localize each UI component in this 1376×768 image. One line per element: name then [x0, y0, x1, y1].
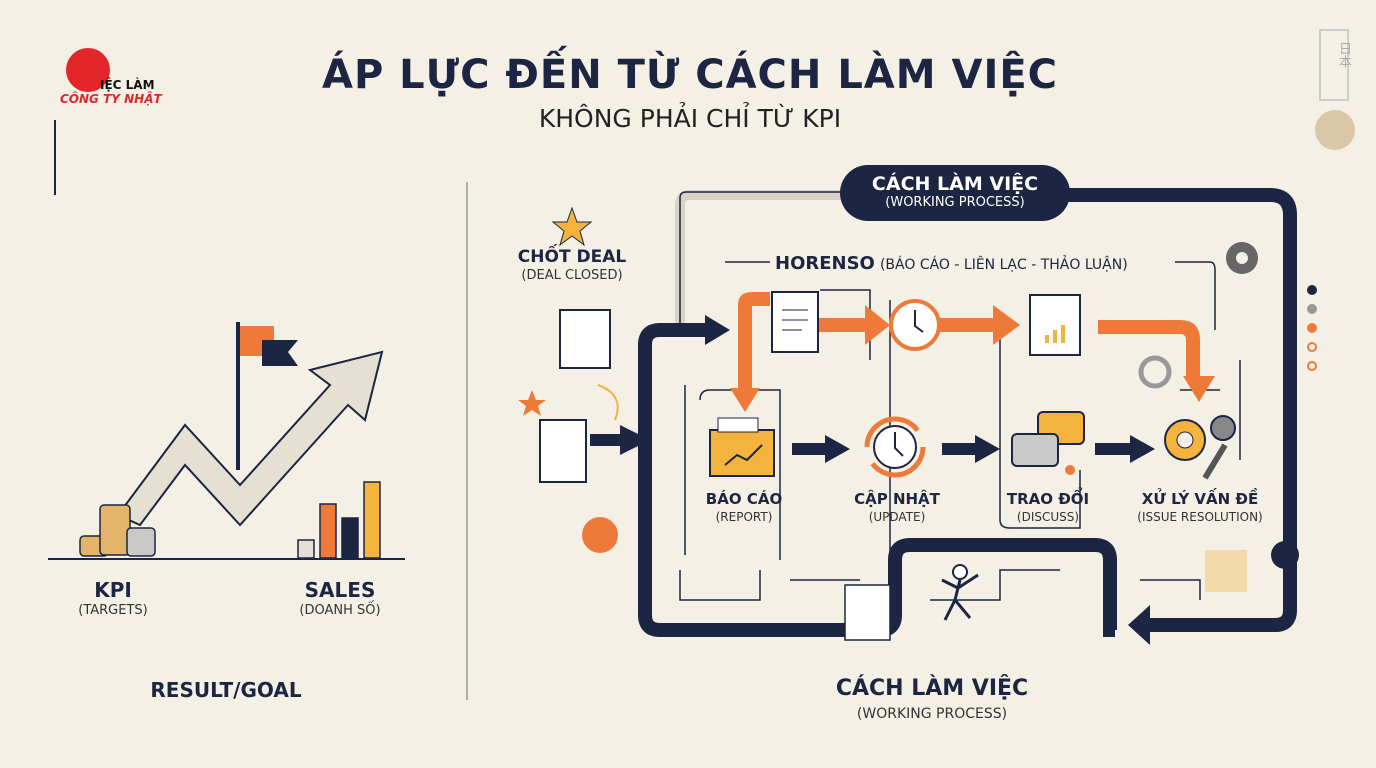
step-discuss-label: TRAO ĐỔI [1006, 490, 1090, 508]
step-report-label: BÁO CÁO [705, 490, 783, 508]
process-loop [1065, 188, 1297, 632]
star-icon [518, 390, 546, 416]
sales-sub: (DOANH SỐ) [299, 603, 381, 618]
clock-icon [889, 299, 941, 351]
step-issue-label: XỬ LÝ VẤN ĐỀ [1141, 490, 1259, 508]
pagination-dots [1307, 285, 1317, 371]
result-goal-label: RESULT/GOAL [150, 678, 302, 702]
page-subtitle: KHÔNG PHẢI CHỈ TỪ KPI [538, 104, 842, 133]
deal-sub: (DEAL CLOSED) [521, 268, 623, 283]
footer-process-sub: (WORKING PROCESS) [856, 706, 1008, 722]
paper-icon [844, 584, 891, 641]
logo-mark [66, 48, 110, 92]
star-icon [551, 206, 593, 247]
report-scroll-icon [1029, 294, 1081, 356]
document-icon [771, 291, 819, 353]
page-title: ÁP LỰC ĐẾN TỪ CÁCH LÀM VIỆC [321, 52, 1059, 98]
step-update-label: CẬP NHẬT [854, 490, 940, 508]
logo-line2: CÔNG TY NHẬT [60, 92, 162, 106]
sales-label: SALES [304, 578, 376, 602]
horenso-heading: HORENSO (BÁO CÁO - LIÊN LẠC - THẢO LUẬN) [775, 253, 1128, 274]
folder-chart-icon [709, 417, 775, 477]
pie-icon [582, 517, 618, 553]
flag-icon [236, 322, 298, 470]
deal-label: CHỐT DEAL [517, 247, 627, 267]
gear-icon [1271, 541, 1299, 569]
pill-sub: (WORKING PROCESS) [885, 195, 1025, 210]
stamp-text: 日本 [1336, 42, 1351, 68]
gears-wrench-icon [1164, 415, 1236, 480]
coins-icon [79, 504, 156, 557]
person-icon [941, 564, 979, 621]
kpi-label: KPI [94, 578, 132, 602]
process-pill: CÁCH LÀM VIỆC (WORKING PROCESS) [840, 165, 1070, 221]
logo: IỆC LÀM CÔNG TY NHẬT [60, 78, 162, 106]
step-arrows [792, 435, 1155, 463]
deal-document-icon [559, 309, 611, 369]
update-clock-icon [864, 416, 926, 478]
gear-icon [1138, 355, 1172, 389]
toolbox-icon [1205, 550, 1247, 592]
growth-arrow-icon [116, 350, 384, 527]
logo-line1: IỆC LÀM [100, 78, 155, 92]
horenso-sub: (BÁO CÁO - LIÊN LẠC - THẢO LUẬN) [879, 257, 1128, 273]
chat-bubbles-icon [1011, 411, 1085, 475]
contract-icon [539, 419, 587, 483]
step-discuss-sub: (DISCUSS) [1016, 510, 1080, 524]
sales-bars-icon [297, 481, 381, 559]
footer-process-label: CÁCH LÀM VIỆC [835, 676, 1029, 701]
step-issue-sub: (ISSUE RESOLUTION) [1137, 510, 1263, 524]
kpi-sub: (TARGETS) [78, 603, 148, 618]
horenso-label: HORENSO [775, 253, 875, 274]
step-update-sub: (UPDATE) [868, 510, 926, 524]
step-report-sub: (REPORT) [715, 510, 773, 524]
horenso-orange-arrows [730, 292, 1215, 412]
stamp-frame [1319, 29, 1349, 101]
pill-title: CÁCH LÀM VIỆC [871, 173, 1039, 195]
